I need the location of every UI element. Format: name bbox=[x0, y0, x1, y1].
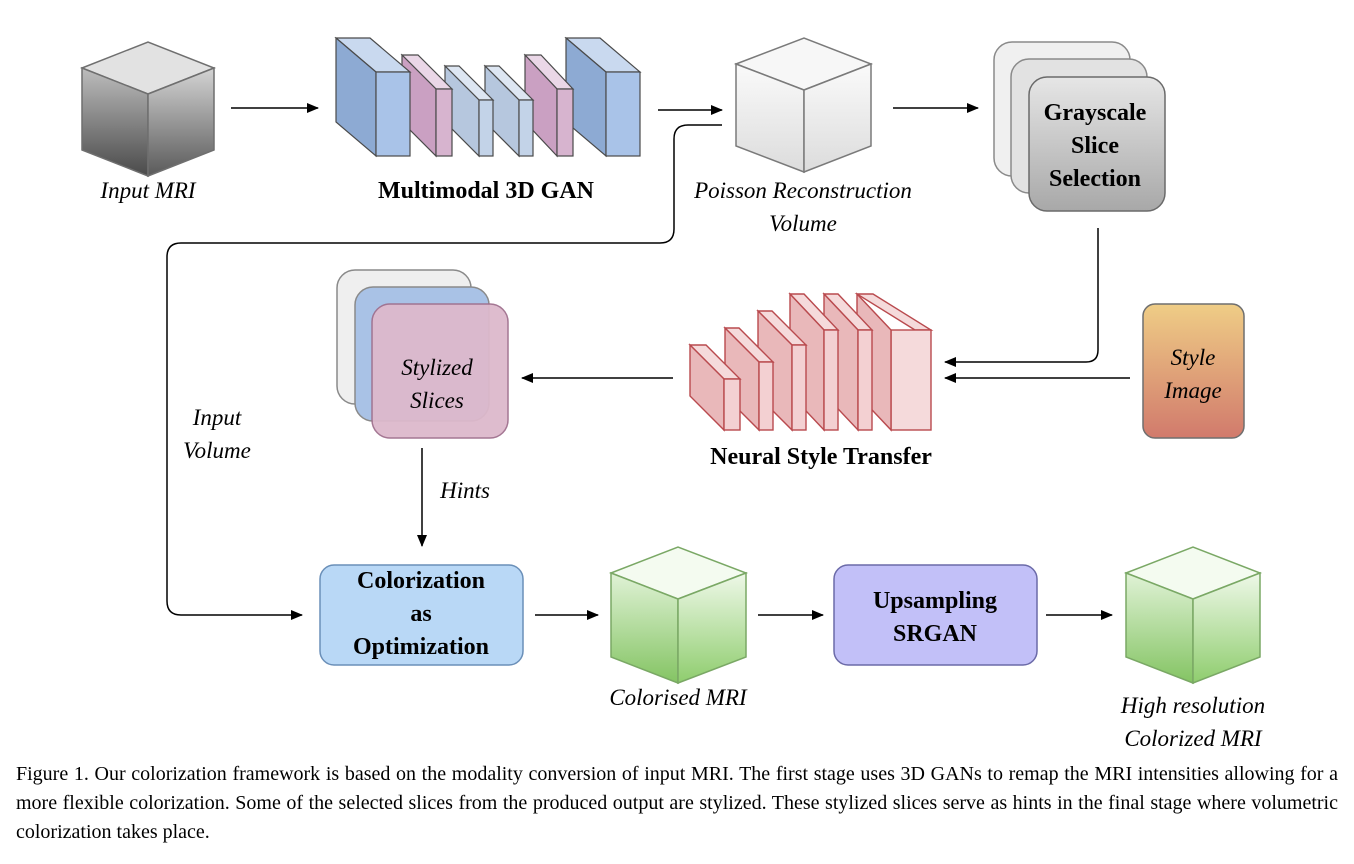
highres-mri-cube-icon bbox=[1123, 546, 1263, 685]
upsampling-label-line1: Upsampling bbox=[873, 588, 997, 614]
gan-label: Multimodal 3D GAN bbox=[378, 178, 595, 204]
nst-label: Neural Style Transfer bbox=[710, 444, 932, 470]
colorised-mri-cube-icon bbox=[608, 546, 749, 685]
highres-label-line1: High resolution bbox=[1120, 693, 1265, 718]
arrow-grayscale-to-nst bbox=[944, 228, 1099, 367]
input-volume-label-line2: Volume bbox=[183, 438, 251, 463]
figure-caption: Figure 1. Our colorization framework is … bbox=[16, 763, 1338, 843]
colorization-box bbox=[319, 564, 524, 666]
nst-network-icon bbox=[688, 292, 934, 432]
stylized-label-line1: Stylized bbox=[401, 355, 473, 380]
grayscale-label-line2: Slice bbox=[1071, 133, 1119, 159]
highres-label-line2: Colorized MRI bbox=[1124, 726, 1263, 751]
style-image-label-line1: Style bbox=[1171, 345, 1216, 370]
gan-block-1 bbox=[334, 36, 412, 158]
gan-block-6 bbox=[564, 36, 642, 158]
colorization-label-line1: Colorization bbox=[357, 568, 485, 594]
poisson-label-line2: Volume bbox=[769, 211, 837, 236]
upsampling-box bbox=[833, 564, 1038, 666]
gan-block-4 bbox=[483, 64, 535, 158]
stylized-label-line2: Slices bbox=[410, 388, 464, 413]
colorised-mri-label: Colorised MRI bbox=[609, 685, 748, 710]
upsampling-label-line2: SRGAN bbox=[893, 621, 978, 647]
stylized-slice-stack-icon bbox=[336, 269, 509, 439]
colorization-label-line3: Optimization bbox=[353, 634, 489, 660]
colorization-label-line2: as bbox=[410, 601, 431, 627]
pipeline-diagram: Input MRI bbox=[79, 36, 1265, 751]
nst-block-1 bbox=[688, 343, 742, 432]
poisson-label-line1: Poisson Reconstruction bbox=[693, 178, 912, 203]
hints-label: Hints bbox=[439, 478, 490, 503]
gan-network-icon bbox=[334, 36, 642, 158]
input-volume-label-line1: Input bbox=[192, 405, 242, 430]
input-mri-cube-icon bbox=[79, 41, 217, 178]
grayscale-slice-stack-icon bbox=[993, 41, 1166, 212]
style-image-box bbox=[1142, 303, 1245, 439]
poisson-volume-cube-icon bbox=[733, 37, 874, 174]
grayscale-label-line3: Selection bbox=[1049, 166, 1141, 192]
arrow-input-volume-to-colorization bbox=[166, 124, 722, 620]
style-image-label-line2: Image bbox=[1163, 378, 1221, 403]
input-mri-label: Input MRI bbox=[99, 178, 197, 203]
grayscale-label-line1: Grayscale bbox=[1044, 100, 1147, 126]
